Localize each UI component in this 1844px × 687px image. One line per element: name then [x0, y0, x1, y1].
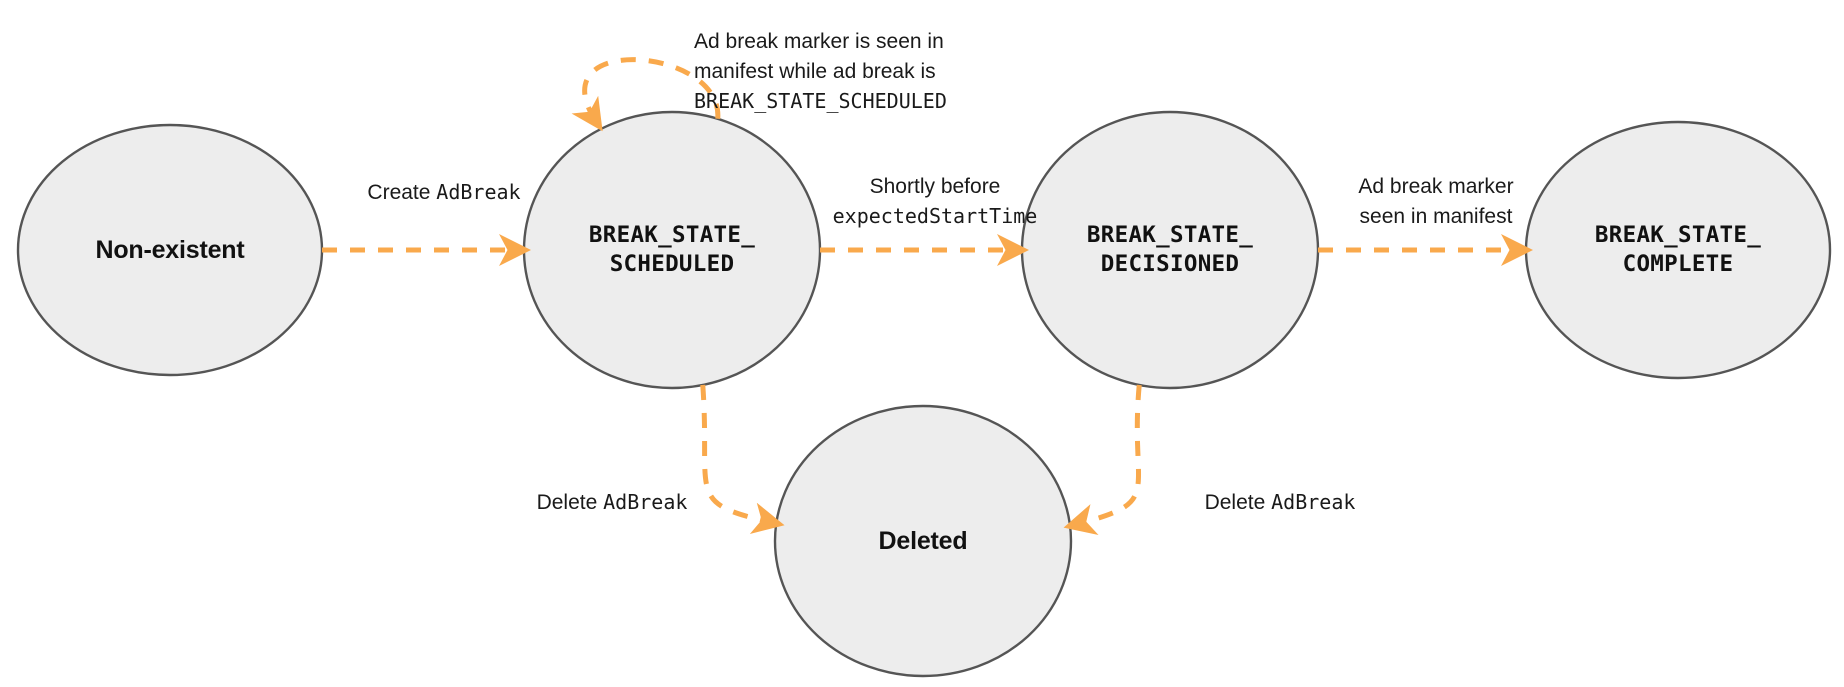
nodes-layer [16, 110, 1832, 678]
state-node-deleted[interactable] [773, 404, 1073, 678]
state-node-break-state-complete[interactable] [1524, 120, 1832, 380]
edge-scheduled-self-loop[interactable] [571, 57, 721, 132]
edge-delete-adbreak-from-decisioned[interactable] [1063, 384, 1142, 536]
edge-delete-adbreak-from-scheduled[interactable] [700, 384, 785, 534]
state-node-non-existent[interactable] [16, 123, 324, 377]
state-node-break-state-scheduled[interactable] [522, 110, 822, 390]
edges-layer [322, 57, 1534, 536]
state-node-break-state-decisioned[interactable] [1020, 110, 1320, 390]
